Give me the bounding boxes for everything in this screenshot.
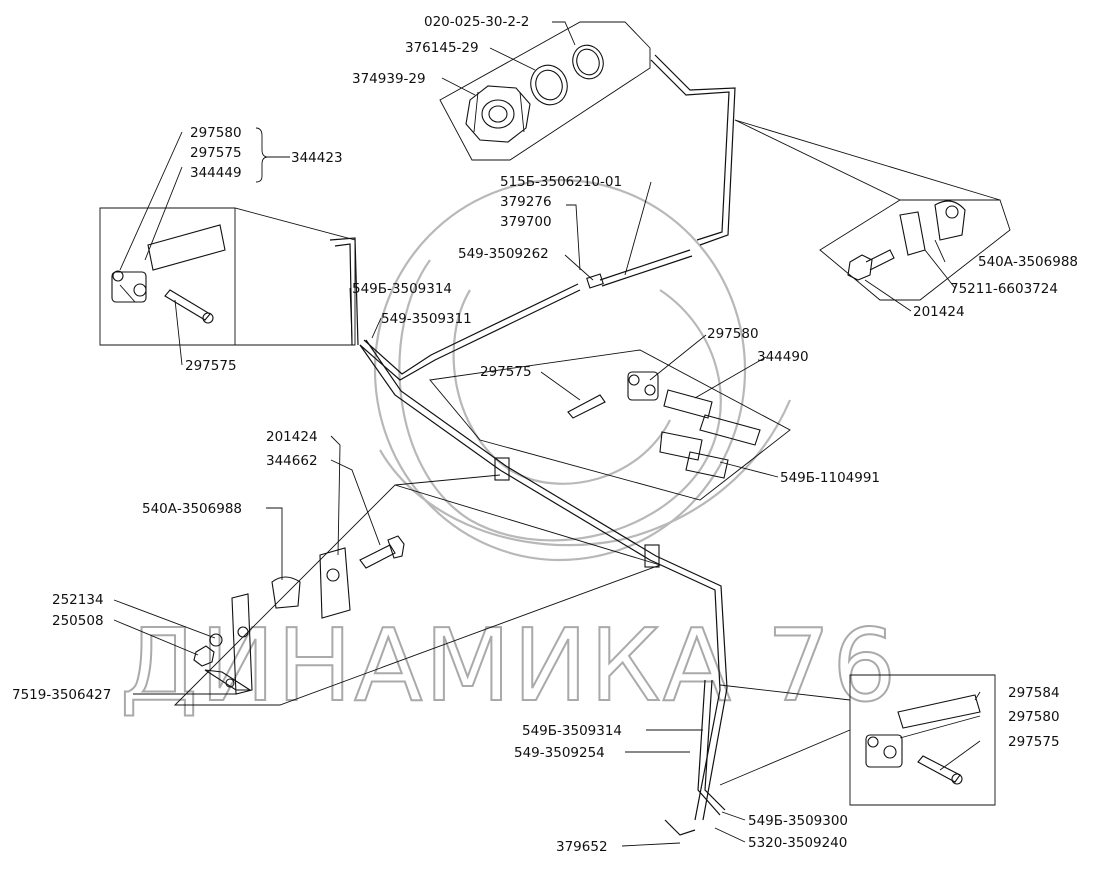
label-252134: 252134: [52, 592, 104, 608]
label-297575-d: 297575: [1008, 734, 1060, 750]
ring-376145: [530, 64, 568, 106]
part-labels: 020-025-30-2-2 376145-29 374939-29 29758…: [12, 14, 1078, 855]
middle-right-callout: [429, 349, 791, 501]
bracket-7519: [204, 593, 253, 695]
label-344449: 344449: [190, 165, 242, 181]
label-549b-3509300: 549Б-3509300: [748, 813, 848, 829]
label-540a-3506988-left: 540А-3506988: [142, 501, 242, 517]
clamp-344662: [319, 547, 351, 619]
label-549b-1104991: 549Б-1104991: [780, 470, 880, 486]
label-379276: 379276: [500, 194, 552, 210]
label-297580-b: 297580: [707, 326, 759, 342]
ring-020-025: [572, 44, 604, 80]
label-549b-3509314-b: 549Б-3509314: [522, 723, 622, 739]
label-020-025-30-2-2: 020-025-30-2-2: [424, 14, 529, 30]
label-540a-3506988-right: 540А-3506988: [978, 254, 1078, 270]
plate-297584: [897, 694, 981, 729]
label-75211-6603724: 75211-6603724: [950, 281, 1058, 297]
clamp-540a-right: [899, 200, 966, 256]
label-344423: 344423: [291, 150, 343, 166]
left-upper-callout: [99, 207, 356, 346]
nut-ring-callout: [439, 21, 651, 161]
cotter-pin-297575-middle: [567, 394, 606, 419]
leader-lines: [113, 21, 981, 847]
cotter-pin-297575-lower: [917, 755, 963, 785]
label-376145-29: 376145-29: [405, 40, 479, 56]
plate-344490-2: [699, 414, 761, 446]
label-297580-c: 297580: [1008, 709, 1060, 725]
pipe-clamp-1: [494, 457, 510, 481]
label-297575-c: 297575: [480, 364, 532, 380]
clamp-540a-left: [271, 576, 301, 609]
label-297580-a: 297580: [190, 125, 242, 141]
label-297575-a: 297575: [190, 145, 242, 161]
pad-1: [659, 431, 703, 461]
plate-344449: [147, 224, 226, 271]
label-374939-29: 374939-29: [352, 71, 426, 87]
label-549-3509254: 549-3509254: [514, 745, 605, 761]
right-upper-callout: [734, 119, 1011, 301]
clip-297580: [111, 270, 147, 303]
label-379652: 379652: [556, 839, 608, 855]
label-515b-3506210-01: 515Б-3506210-01: [500, 174, 622, 190]
label-549-3509311: 549-3509311: [381, 311, 472, 327]
nut-250508: [193, 645, 215, 667]
bolt-201424-right: [847, 249, 895, 281]
right-lower-callout: [719, 674, 996, 806]
label-549-3509262: 549-3509262: [458, 246, 549, 262]
label-5320-3509240: 5320-3509240: [748, 835, 847, 851]
label-344490: 344490: [757, 349, 809, 365]
label-7519-3506427: 7519-3506427: [12, 687, 111, 703]
watermark-logo: [373, 178, 792, 562]
plate-344490: [663, 389, 713, 419]
label-379700: 379700: [500, 214, 552, 230]
cotter-pin-297575: [164, 289, 214, 324]
bolt-201424-left: [359, 535, 405, 569]
watermark-text: ДИНАМИКА 76: [120, 607, 898, 724]
pipe-assembly: [329, 54, 736, 836]
label-297575-b: 297575: [185, 358, 237, 374]
brace-344423: [255, 127, 269, 183]
label-297584: 297584: [1008, 685, 1060, 701]
pipe-clamp-2: [644, 544, 660, 568]
pad-549b-1104991: [685, 451, 729, 479]
clip-297580-lower: [865, 734, 903, 768]
label-250508: 250508: [52, 613, 104, 629]
label-201424-right: 201424: [913, 304, 965, 320]
washer-252134: [209, 633, 223, 647]
nut-374939: [465, 85, 531, 143]
left-lower-callout: [173, 474, 662, 706]
label-549b-3509314-a: 549Б-3509314: [352, 281, 452, 297]
label-344662: 344662: [266, 453, 318, 469]
clip-297580-middle: [627, 371, 659, 401]
label-201424-left: 201424: [266, 429, 318, 445]
